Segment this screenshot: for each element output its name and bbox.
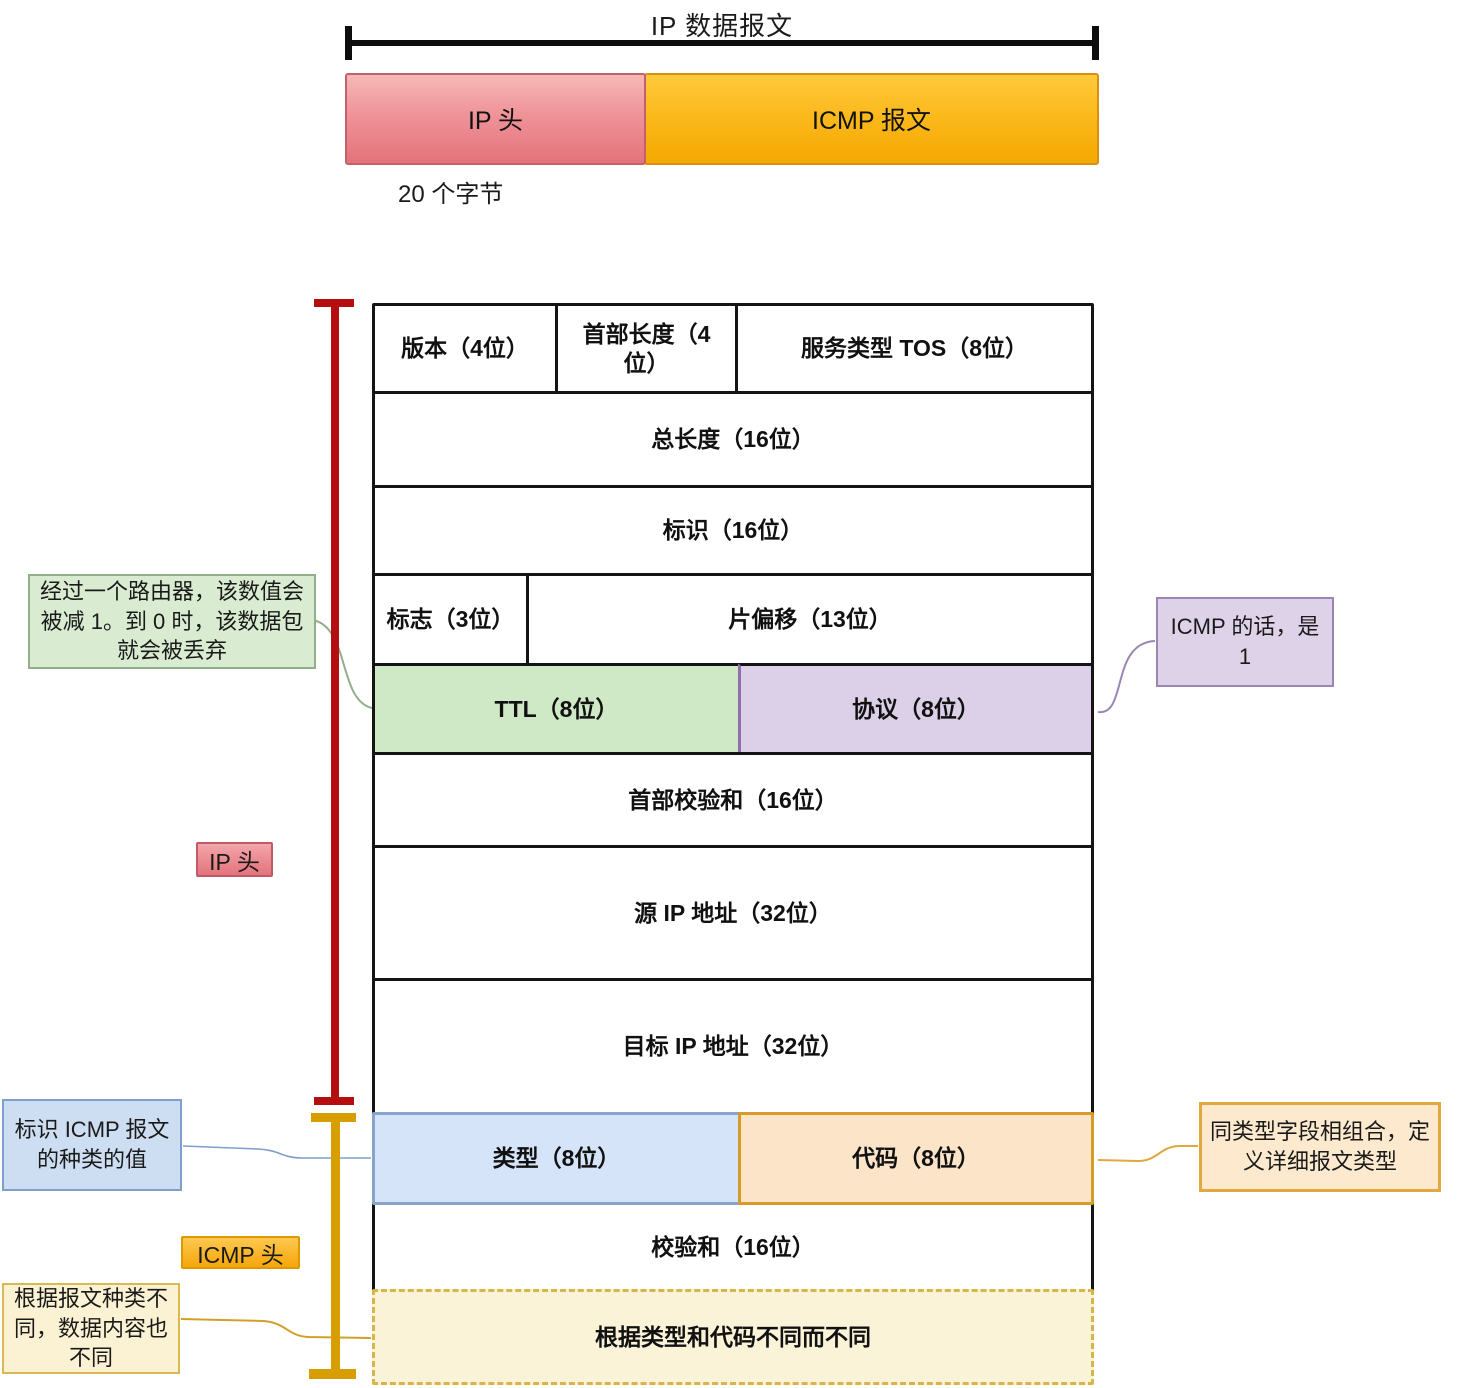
ip-header-bracket-top-cap [314,299,354,307]
icmp-header-bracket-bottom-cap [309,1369,356,1379]
span-bracket-left-tick [345,26,352,60]
ip-header-bracket-line [331,301,339,1105]
ip-header-bracket-bottom-cap [314,1097,354,1105]
packet-title: IP 数据报文 [650,11,794,41]
ip-header-tag: IP 头 [196,842,273,877]
table-row: 源 IP 地址（32位） [372,845,1094,981]
icmp-header-bracket-line [331,1113,340,1375]
table-row: 总长度（16位） [372,391,1094,488]
field-icmp-code: 代码（8位） [738,1112,1094,1205]
field-identification: 标识（16位） [372,485,1094,576]
span-bracket-line [345,40,1099,46]
icmp-message-box: ICMP 报文 [644,73,1099,165]
field-flags: 标志（3位） [372,573,529,666]
icmp-header-tag: ICMP 头 [181,1236,300,1269]
table-row: 根据类型和代码不同而不同 [372,1289,1094,1385]
field-version: 版本（4位） [372,303,558,394]
table-row: 校验和（16位） [372,1202,1094,1292]
ttl-note: 经过一个路由器，该数值会被减 1。到 0 时，该数据包就会被丢弃 [28,574,316,669]
table-row: 首部校验和（16位） [372,752,1094,848]
protocol-note: ICMP 的话，是 1 [1156,597,1334,687]
field-icmp-checksum: 校验和（16位） [372,1202,1094,1292]
type-note: 标识 ICMP 报文的种类的值 [2,1099,182,1191]
table-row: 目标 IP 地址（32位） [372,978,1094,1115]
table-row: TTL（8位） 协议（8位） [372,663,1094,755]
code-note: 同类型字段相组合，定义详细报文类型 [1199,1102,1441,1192]
table-row: 类型（8位） 代码（8位） [372,1112,1094,1205]
field-header-length: 首部长度（4位） [555,303,738,394]
field-fragment-offset: 片偏移（13位） [526,573,1094,666]
field-icmp-type: 类型（8位） [372,1112,741,1205]
span-bracket-right-tick [1092,26,1099,60]
field-total-length: 总长度（16位） [372,391,1094,488]
packet-field-table: 版本（4位） 首部长度（4位） 服务类型 TOS（8位） 总长度（16位） 标识… [372,303,1094,1385]
table-row: 标志（3位） 片偏移（13位） [372,573,1094,666]
field-destination-ip: 目标 IP 地址（32位） [372,978,1094,1115]
table-row: 标识（16位） [372,485,1094,576]
field-protocol: 协议（8位） [738,663,1094,755]
field-source-ip: 源 IP 地址（32位） [372,845,1094,981]
field-tos: 服务类型 TOS（8位） [735,303,1094,394]
ip-header-box: IP 头 [345,73,646,165]
field-ttl: TTL（8位） [372,663,741,755]
icmp-header-bracket-top-cap [311,1113,356,1122]
data-note: 根据报文种类不同，数据内容也不同 [2,1283,180,1374]
twenty-bytes-label: 20 个字节 [398,181,504,208]
field-header-checksum: 首部校验和（16位） [372,752,1094,848]
field-icmp-data: 根据类型和代码不同而不同 [372,1289,1094,1385]
table-row: 版本（4位） 首部长度（4位） 服务类型 TOS（8位） [372,303,1094,394]
